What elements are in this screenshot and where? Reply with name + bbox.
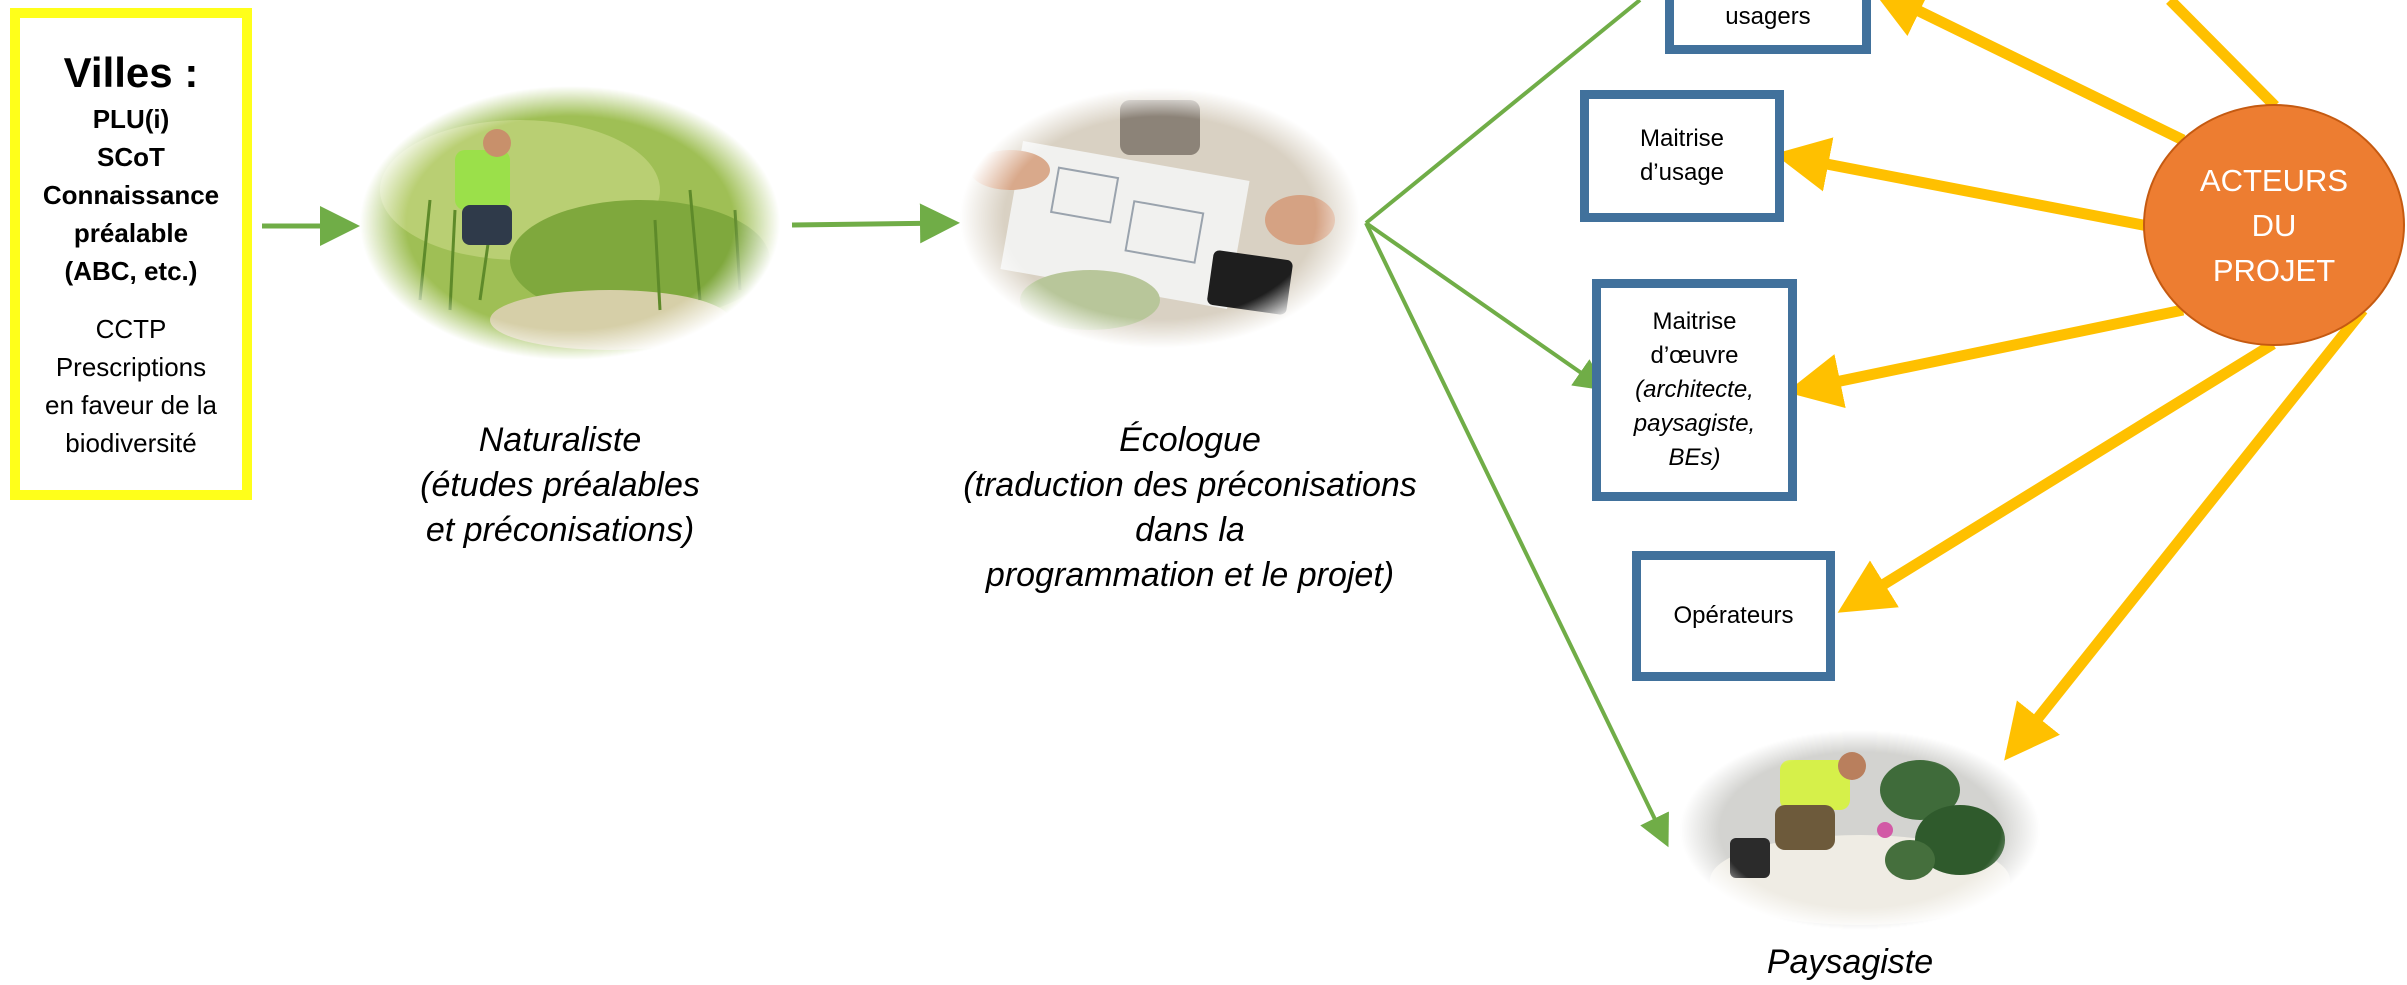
- naturalist-photo-icon: [360, 86, 780, 360]
- landscaper-photo-icon: [1680, 730, 2040, 930]
- naturaliste-line3: et préconisations): [425, 511, 695, 549]
- maitrise-oeuvre-line2: d’œuvre: [1650, 342, 1739, 369]
- arrow-offscreen-to-acteurs: [2166, 0, 2279, 110]
- acteurs-line3: PROJET: [2212, 252, 2336, 288]
- villes-prealable: préalable: [73, 218, 189, 248]
- arrow-naturaliste-to-ecologue: [791, 203, 960, 244]
- ecologist-meeting-photo-icon: [960, 88, 1360, 348]
- maitrise-oeuvre-paysagiste: paysagiste,: [1633, 410, 1756, 437]
- maitrise-usage-line2: d’usage: [1639, 159, 1725, 186]
- usagers-label: usagers: [1725, 3, 1811, 30]
- villes-abc: (ABC, etc.): [64, 256, 198, 286]
- ecologue-line3: dans la: [1135, 511, 1245, 549]
- arrow-ecologue-to-usagers: [1364, 0, 1642, 225]
- acteurs-du-projet-circle: ACTEURS DU PROJET: [2143, 104, 2405, 346]
- acteurs-line2: DU: [2251, 207, 2297, 243]
- maitrise-usage-box: Maitrise d’usage: [1580, 90, 1784, 222]
- maitrise-usage-line1: Maitrise: [1639, 125, 1724, 152]
- arrow-acteurs-to-maitrise-usage: [1774, 137, 2150, 232]
- villes-plu: PLU(i): [92, 104, 170, 134]
- villes-cctp: CCTP: [95, 314, 167, 344]
- villes-normal-lines: CCTP Prescriptions en faveur de la biodi…: [45, 310, 217, 462]
- naturaliste-line2: (études préalables: [420, 466, 700, 504]
- villes-en-faveur: en faveur de la: [44, 390, 217, 420]
- villes-box: Villes : PLU(i) SCoT Connaissance préala…: [10, 8, 252, 500]
- ecologue-title: Écologue: [1119, 421, 1261, 459]
- paysagiste-caption: Paysagiste: [1766, 943, 1934, 981]
- naturaliste-caption: Naturaliste (études préalables et précon…: [380, 418, 740, 553]
- acteurs-line1: ACTEURS: [2199, 162, 2349, 198]
- arrow-ecologue-to-paysagiste: [1364, 222, 1669, 848]
- arrow-acteurs-to-maitrise-oeuvre: [1786, 304, 2185, 408]
- villes-title: Villes :: [63, 49, 199, 96]
- villes-scot: SCoT: [97, 142, 165, 172]
- villes-bold-lines: PLU(i) SCoT Connaissance préalable (ABC,…: [43, 100, 219, 290]
- ecologue-line4: programmation et le projet): [985, 556, 1395, 594]
- operateurs-box: Opérateurs: [1632, 551, 1835, 681]
- villes-connaissance: Connaissance: [42, 180, 220, 210]
- arrow-acteurs-to-paysagiste: [2004, 306, 2368, 761]
- maitrise-oeuvre-architecte: (architecte,: [1635, 376, 1754, 403]
- villes-prescriptions: Prescriptions: [55, 352, 207, 382]
- naturaliste-title: Naturaliste: [478, 421, 642, 459]
- operateurs-label: Opérateurs: [1673, 602, 1794, 629]
- maitrise-oeuvre-bes: BEs): [1668, 444, 1721, 471]
- ecologue-caption: Écologue (traduction des préconisations …: [930, 418, 1450, 598]
- arrow-ecologue-to-maitrise-oeuvre: [1364, 221, 1607, 391]
- villes-biodiversite: biodiversité: [65, 428, 197, 458]
- maitrise-oeuvre-line1: Maitrise: [1652, 308, 1737, 335]
- maitrise-oeuvre-box: Maitrise d’œuvre (architecte, paysagiste…: [1592, 279, 1797, 501]
- arrow-acteurs-to-usagers: [1870, 0, 2186, 145]
- ecologue-line2: (traduction des préconisations: [963, 466, 1417, 504]
- arrow-acteurs-to-operateurs: [1837, 339, 2276, 613]
- usagers-box: usagers: [1665, 0, 1871, 54]
